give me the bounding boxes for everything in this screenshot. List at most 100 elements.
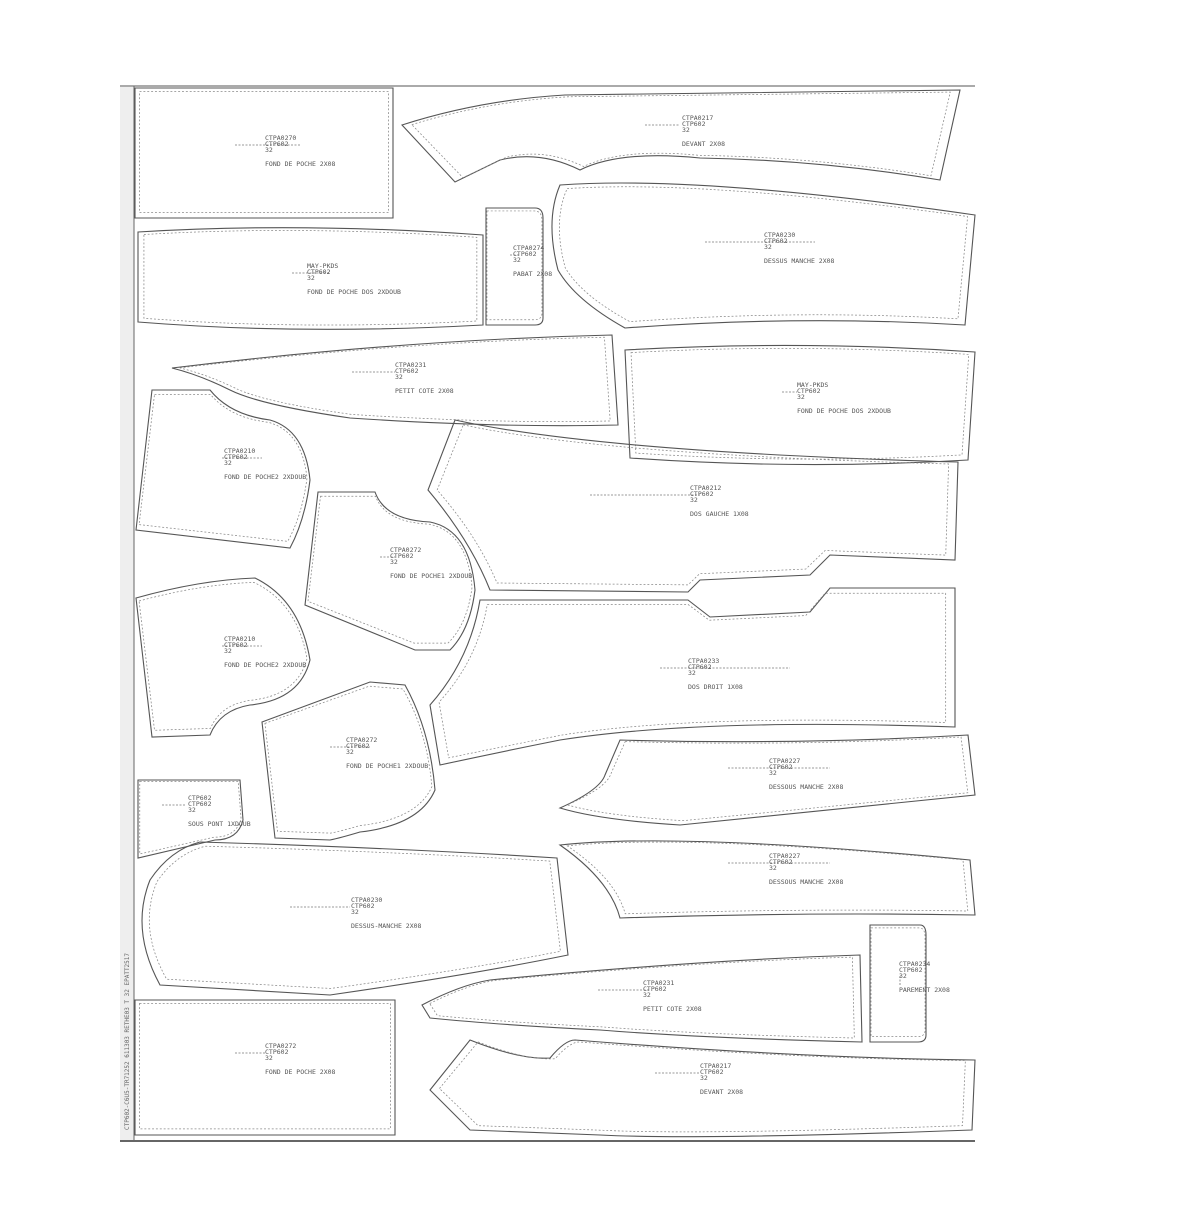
piece-name-label: DEVANT 2X08 xyxy=(700,1088,743,1096)
piece-cut-line xyxy=(171,334,619,427)
piece-code-label: CTPA0210 xyxy=(224,447,255,455)
piece-seam-line xyxy=(870,927,926,1038)
piece-name-label: FOND DE POCHE2 2XDOUB xyxy=(224,473,306,481)
piece-size-label: 32 xyxy=(688,669,696,677)
piece-size-label: 32 xyxy=(690,496,698,504)
piece-name-label: FOND DE POCHE1 2XDOUB xyxy=(346,762,428,770)
piece-size-label: 32 xyxy=(769,769,777,777)
piece-cut-line xyxy=(427,419,959,593)
piece-code-label: CTP602 xyxy=(700,1068,724,1076)
piece-seam-line xyxy=(559,186,969,323)
piece-size-label: 32 xyxy=(390,558,398,566)
piece-size-label: 32 xyxy=(351,908,359,916)
piece-cut-line xyxy=(134,87,394,219)
piece-name-label: FOND DE POCHE 2X08 xyxy=(265,1068,336,1076)
piece-seam-line xyxy=(138,582,308,731)
piece-cut-line xyxy=(551,182,976,329)
piece-cut-line xyxy=(137,779,244,859)
piece-size-label: 32 xyxy=(188,806,196,814)
piece-seam-line xyxy=(139,91,389,213)
piece-seam-line xyxy=(566,841,969,915)
piece-code-label: CTP602 xyxy=(688,663,712,671)
piece-seam-line xyxy=(139,1002,391,1130)
piece-cut-line xyxy=(135,577,311,738)
piece-code-label: CTPA0230 xyxy=(764,231,795,239)
piece-seam-line xyxy=(148,845,561,989)
piece-name-label: DESSUS-MANCHE 2X08 xyxy=(351,922,422,930)
piece-seam-line xyxy=(438,592,947,759)
piece-code-label: CTPA0231 xyxy=(643,979,674,987)
piece-code-label: CTP602 xyxy=(265,1048,289,1056)
piece-seam-line xyxy=(307,495,473,644)
piece-cut-line xyxy=(558,840,976,919)
piece-code-label: CTP602 xyxy=(682,120,706,128)
piece-cut-line xyxy=(485,207,544,326)
piece-seam-line xyxy=(429,956,855,1039)
piece-name-label: PETIT COTE 2X08 xyxy=(643,1005,702,1013)
piece-code-label: CTP602 xyxy=(899,966,923,974)
piece-cut-line xyxy=(304,491,476,651)
piece-name-label: DESSOUS MANCHE 2X08 xyxy=(769,878,843,886)
piece-name-label: DOS DROIT 1X08 xyxy=(688,683,743,691)
piece-seam-line xyxy=(630,347,970,460)
piece-seam-line xyxy=(179,336,611,422)
piece-seam-line xyxy=(138,394,308,542)
piece-name-label: PABAT 2X08 xyxy=(513,270,552,278)
piece-code-label: CTPA0234 xyxy=(899,960,930,968)
piece-code-label: CTP602 xyxy=(690,490,714,498)
piece-size-label: 32 xyxy=(307,274,315,282)
piece-code-label: CTP602 xyxy=(307,268,331,276)
piece-code-label: MAY-PKDS xyxy=(307,262,338,270)
piece-name-label: DOS GAUCHE 1X08 xyxy=(690,510,749,518)
piece-code-label: CTP602 xyxy=(188,794,212,802)
piece-cut-line xyxy=(429,1039,976,1138)
piece-cut-line xyxy=(137,227,484,330)
marker-side-strip xyxy=(120,85,134,1142)
piece-size-label: 32 xyxy=(395,373,403,381)
piece-code-label: CTP602 xyxy=(395,367,419,375)
piece-seam-line xyxy=(411,91,951,179)
piece-name-label: PAREMENT 2X08 xyxy=(899,986,950,994)
piece-code-label: CTP602 xyxy=(769,763,793,771)
piece-code-label: CTPA0272 xyxy=(265,1042,296,1050)
piece-code-label: CTPA0227 xyxy=(769,852,800,860)
piece-cut-line xyxy=(624,344,976,466)
piece-cut-line xyxy=(421,954,863,1043)
piece-code-label: CTPA0272 xyxy=(346,736,377,744)
piece-size-label: 32 xyxy=(265,146,273,154)
piece-name-label: FOND DE POCHE DOS 2XDOUB xyxy=(797,407,891,415)
marker-side-label: CTP602-C6U5-TR71252 611303 RETHE03 T 32 … xyxy=(124,953,131,1130)
piece-seam-line xyxy=(264,685,433,834)
piece-code-label: CTPA0217 xyxy=(682,114,713,122)
piece-size-label: 32 xyxy=(224,647,232,655)
piece-code-label: CTP602 xyxy=(265,140,289,148)
piece-code-label: CTP602 xyxy=(224,453,248,461)
piece-size-label: 32 xyxy=(265,1054,273,1062)
piece-size-label: 32 xyxy=(643,991,651,999)
piece-name-label: FOND DE POCHE1 2XDOUB xyxy=(390,572,472,580)
piece-size-label: 32 xyxy=(224,459,232,467)
piece-code-label: CTP602 xyxy=(764,237,788,245)
piece-seam-line xyxy=(436,424,950,586)
piece-code-label: CTPA0217 xyxy=(700,1062,731,1070)
piece-name-label: DESSUS MANCHE 2X08 xyxy=(764,257,835,265)
piece-size-label: 32 xyxy=(769,864,777,872)
piece-cut-line xyxy=(135,389,311,549)
